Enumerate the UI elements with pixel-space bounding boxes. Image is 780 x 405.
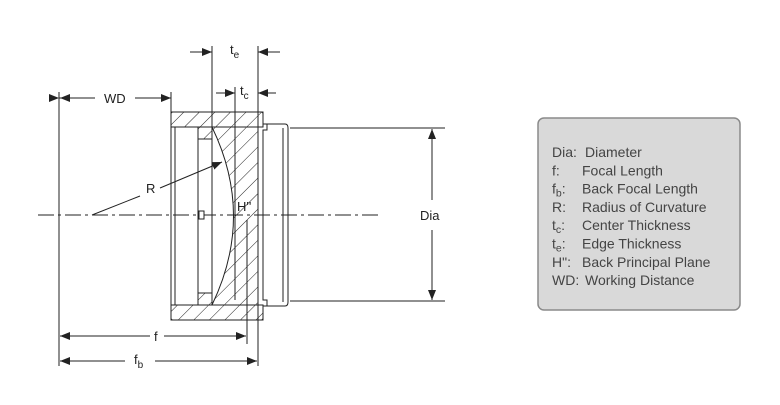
label-f: f <box>154 329 158 344</box>
lens-element <box>211 126 259 306</box>
label-fb: fb <box>134 352 144 371</box>
label-te: te <box>230 42 240 61</box>
label-wd: WD <box>104 91 126 106</box>
legend: Dia: Diameter f: Focal Length fb: Back Focal … <box>537 117 741 311</box>
label-h: H'' <box>237 199 251 214</box>
legend-value: Center Thickness <box>582 217 691 233</box>
legend-key: f: <box>552 162 560 178</box>
legend-value: Diameter <box>585 144 642 160</box>
legend-key: WD: <box>552 272 579 288</box>
legend-value: Back Principal Plane <box>582 254 711 270</box>
legend-value: Edge Thickness <box>582 236 681 252</box>
legend-key: tc: <box>552 217 565 236</box>
legend-key: fb: <box>552 181 566 200</box>
legend-value: Radius of Curvature <box>582 199 707 215</box>
legend-key: te: <box>552 236 566 255</box>
legend-key: Dia: <box>552 144 577 160</box>
legend-value: Back Focal Length <box>582 181 698 197</box>
legend-key: R: <box>552 199 566 215</box>
label-r: R <box>146 181 155 196</box>
legend-key: H": <box>552 254 571 270</box>
label-dia: Dia <box>420 208 440 223</box>
legend-value: Working Distance <box>585 272 695 288</box>
label-tc: tc <box>240 83 249 102</box>
legend-value: Focal Length <box>582 162 663 178</box>
